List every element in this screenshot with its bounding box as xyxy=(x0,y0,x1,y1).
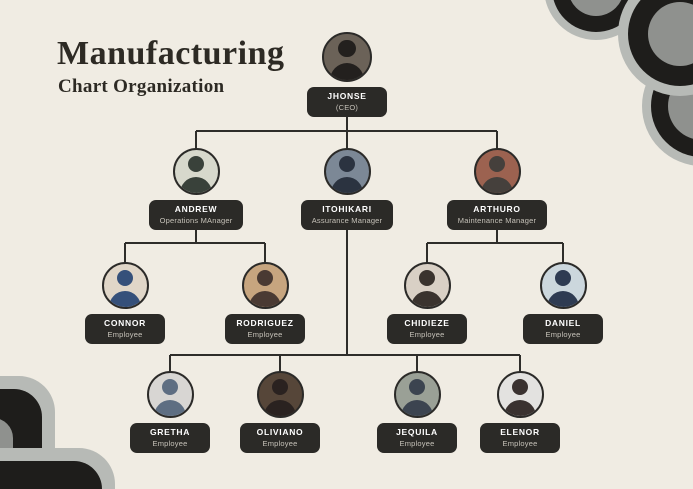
org-node-employee: RODRIGUEZ Employee xyxy=(210,262,320,344)
org-node-employee: ELENOR Employee xyxy=(465,371,575,453)
name-card: ARTHURO Maintenance Manager xyxy=(446,200,548,230)
avatar xyxy=(146,371,194,418)
avatar xyxy=(256,371,304,418)
decor-ring-square xyxy=(0,448,115,489)
org-node-employee: DANIEL Employee xyxy=(508,262,618,344)
name-card: ITOHIKARI Assurance Manager xyxy=(300,200,394,230)
org-node-manager: ARTHURO Maintenance Manager xyxy=(442,148,552,230)
decor-ring-circle xyxy=(668,72,693,140)
name-card: JEQUILA Employee xyxy=(377,423,457,453)
person-silhouette-icon xyxy=(511,378,529,395)
header: Manufacturing Chart Organization xyxy=(57,36,285,98)
name-card: DANIEL Employee xyxy=(523,314,603,344)
decor-ring-circle xyxy=(648,2,693,66)
org-node-employee: CHIDIEZE Employee xyxy=(372,262,482,344)
name-card: JHONSE (CEO) xyxy=(307,87,387,117)
avatar xyxy=(473,148,521,195)
avatar xyxy=(403,262,451,309)
person-silhouette-icon xyxy=(554,269,572,286)
org-node-manager: ITOHIKARI Assurance Manager xyxy=(292,148,402,230)
avatar xyxy=(323,148,371,195)
person-silhouette-icon xyxy=(187,155,205,172)
person-silhouette-icon xyxy=(418,269,436,286)
org-node-employee: JEQUILA Employee xyxy=(362,371,472,453)
avatar xyxy=(322,32,372,82)
person-silhouette-icon xyxy=(408,378,426,395)
name-card: ELENOR Employee xyxy=(480,423,560,453)
person-silhouette-icon xyxy=(161,378,179,395)
name-card: ANDREW Operations MAnager xyxy=(148,200,244,230)
avatar xyxy=(496,371,544,418)
org-node-employee: GRETHA Employee xyxy=(115,371,225,453)
name-card: GRETHA Employee xyxy=(130,423,210,453)
person-silhouette-icon xyxy=(488,155,506,172)
person-silhouette-icon xyxy=(338,155,356,172)
name-card: OLIVIANO Employee xyxy=(240,423,320,453)
avatar xyxy=(101,262,149,309)
person-silhouette-icon xyxy=(116,269,134,286)
avatar xyxy=(241,262,289,309)
avatar xyxy=(172,148,220,195)
name-card: CHIDIEZE Employee xyxy=(387,314,467,344)
org-node-employee: OLIVIANO Employee xyxy=(225,371,335,453)
org-node-ceo: JHONSE (CEO) xyxy=(292,32,402,117)
name-card: RODRIGUEZ Employee xyxy=(225,314,305,344)
decor-ring-circle xyxy=(568,0,624,16)
org-node-manager: ANDREW Operations MAnager xyxy=(141,148,251,230)
org-node-employee: CONNOR Employee xyxy=(70,262,180,344)
person-silhouette-icon xyxy=(256,269,274,286)
name-card: CONNOR Employee xyxy=(85,314,165,344)
avatar xyxy=(393,371,441,418)
page-title: Manufacturing xyxy=(57,35,285,72)
person-silhouette-icon xyxy=(338,39,356,58)
avatar xyxy=(539,262,587,309)
page-subtitle: Chart Organization xyxy=(58,75,225,97)
person-silhouette-icon xyxy=(271,378,289,395)
